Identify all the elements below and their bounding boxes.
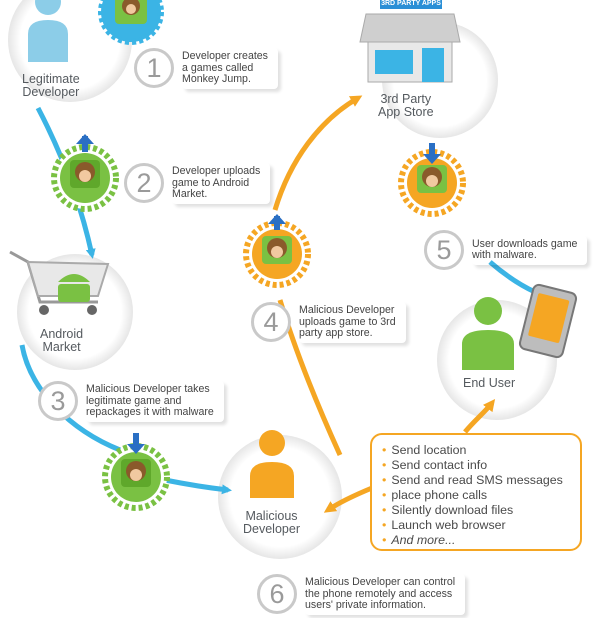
step-5-number: 5: [424, 230, 464, 270]
step-5-text: User downloads game with malware.: [472, 236, 587, 265]
capability-item: Send and read SMS messages: [382, 473, 580, 488]
capability-item: Send location: [382, 443, 580, 458]
capabilities-box: Send location Send contact info Send and…: [370, 433, 582, 551]
monkey-badge-malware-upload-icon: [243, 214, 311, 288]
flow-repackage-to-malicious: [164, 477, 232, 495]
end-user-person-icon: [462, 297, 514, 370]
smartphone-icon: [518, 283, 578, 359]
capability-item: place phone calls: [382, 488, 580, 503]
capability-item: Send contact info: [382, 458, 580, 473]
step-6-text: Malicious Developer can control the phon…: [305, 574, 465, 615]
flow-user-to-capabilities: [463, 399, 496, 434]
step-4: 4 Malicious Developer uploads game to 3r…: [251, 302, 406, 343]
step-4-text: Malicious Developer uploads game to 3rd …: [299, 302, 406, 343]
step-3-number: 3: [38, 381, 78, 422]
malicious-developer-person-icon: [250, 430, 294, 498]
step-4-number: 4: [251, 302, 291, 343]
android-market-label: Android Market: [40, 327, 84, 354]
step-3: 3 Malicious Developer takes legitimate g…: [38, 381, 224, 422]
monkey-badge-malware-download-icon: [398, 143, 466, 217]
store-banner: 3RD PARTY APPS: [380, 0, 442, 9]
android-robot-icon: [58, 274, 90, 302]
legit-developer-person-icon: [28, 0, 68, 62]
capability-item: Launch web browser: [382, 518, 580, 533]
legit-developer-label: Legitimate Developer: [22, 72, 80, 99]
step-6-number: 6: [257, 574, 297, 615]
store-label: 3rd Party App Store: [378, 92, 434, 119]
flow-badge-to-store: [272, 95, 363, 211]
step-1-number: 1: [134, 48, 174, 89]
flow-capabilities-to-malicious: [323, 485, 373, 513]
malicious-developer-label: Malicious Developer: [243, 509, 300, 536]
step-1: 1 Developer creates a games called Monke…: [134, 48, 278, 89]
monkey-badge-repackage-icon: [102, 433, 170, 511]
step-6: 6 Malicious Developer can control the ph…: [257, 574, 465, 615]
monkey-badge-clean-icon: [51, 134, 119, 212]
flow-store-to-user: [488, 260, 537, 295]
capabilities-list: Send location Send contact info Send and…: [382, 443, 580, 548]
step-2: 2 Developer uploads game to Android Mark…: [124, 163, 270, 204]
step-3-text: Malicious Developer takes legitimate gam…: [86, 381, 224, 422]
step-2-text: Developer uploads game to Android Market…: [172, 163, 270, 204]
gear-badge-icon: [98, 0, 164, 45]
capability-more: And more...: [382, 533, 580, 548]
storefront-icon: [359, 13, 461, 83]
capability-item: Silently download files: [382, 503, 580, 518]
step-1-text: Developer creates a games called Monkey …: [182, 48, 278, 89]
step-5: 5 User downloads game with malware.: [424, 230, 587, 270]
step-2-number: 2: [124, 163, 164, 204]
end-user-label: End User: [463, 376, 516, 390]
